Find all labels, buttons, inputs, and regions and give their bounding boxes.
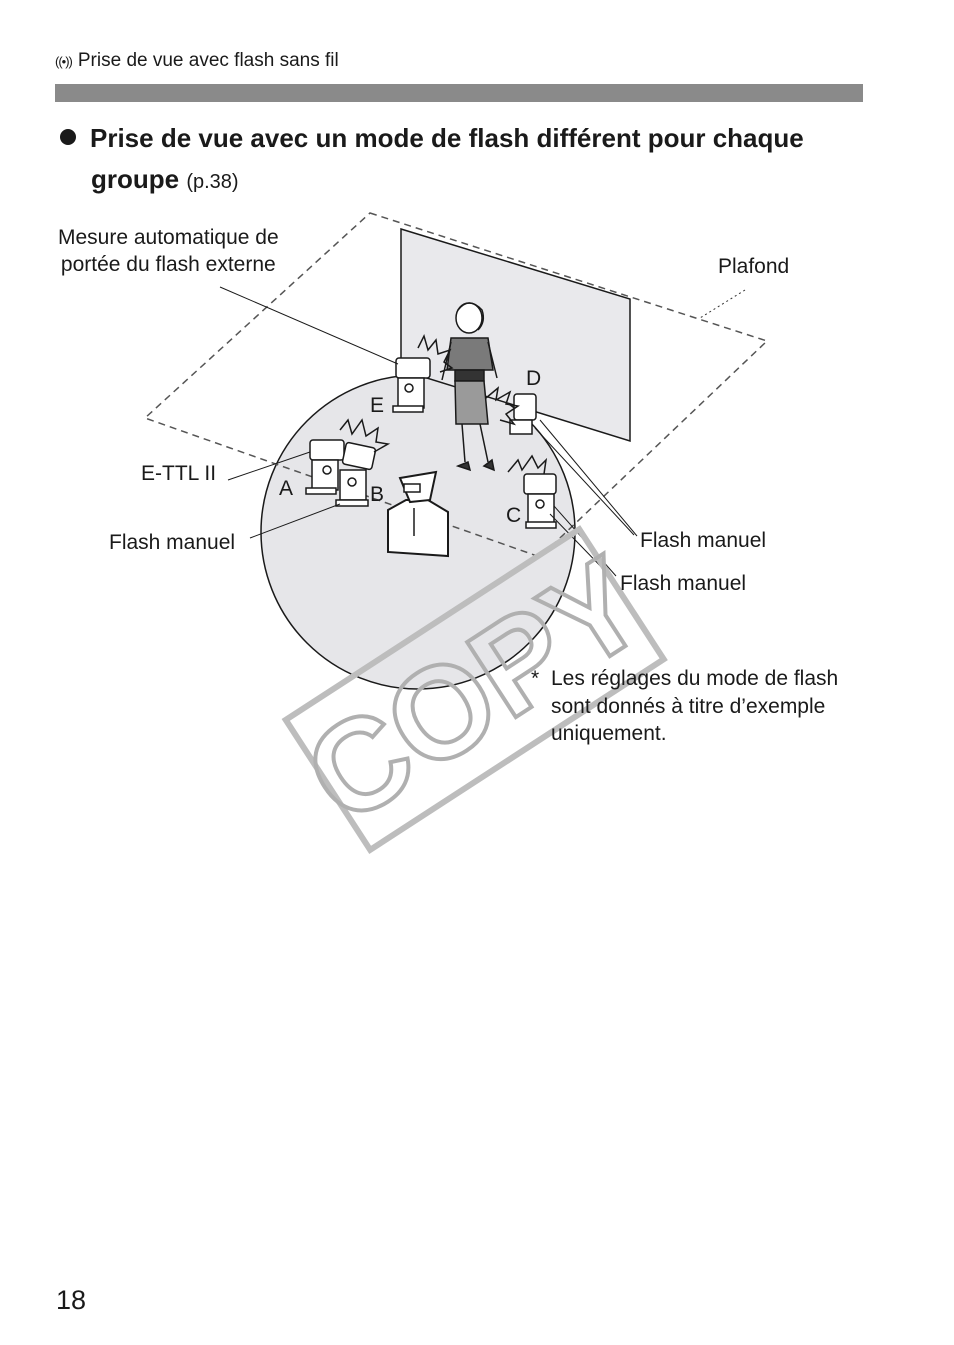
heading-line1: Prise de vue avec un mode de flash diffé… (90, 123, 804, 153)
bullet-icon (60, 129, 76, 145)
label-manual-c: Flash manuel (620, 572, 747, 595)
model-figure (441, 302, 498, 472)
label-auto-range: Mesure automatique de portée du flash ex… (58, 224, 279, 278)
running-header: ((•)) Prise de vue avec flash sans fil (55, 50, 339, 72)
group-label-b: B (370, 483, 385, 506)
page-reference: (p.38) (186, 171, 239, 193)
camera (387, 470, 449, 558)
group-label-a: A (279, 477, 294, 500)
label-manual-left: Flash manuel (109, 531, 236, 554)
label-auto-range-line1: Mesure automatique de (58, 226, 279, 249)
label-ceiling: Plafond (718, 255, 790, 278)
group-label-e: E (370, 394, 385, 417)
footnote-line3: uniquement. (551, 722, 667, 745)
group-label-d: D (526, 367, 542, 390)
leader-lines (219, 286, 638, 579)
flash-unit-e (392, 333, 454, 413)
label-auto-range-line2: portée du flash externe (60, 253, 276, 276)
header-text: Prise de vue avec flash sans fil (77, 50, 339, 71)
background-wall (400, 227, 631, 443)
footnote-asterisk: * (531, 667, 540, 690)
label-ettl: E-TTL II (141, 462, 217, 485)
group-label-c: C (506, 504, 522, 527)
ceiling-plane (143, 212, 769, 558)
flash-unit-a (305, 439, 345, 495)
footnote: * Les réglages du mode de flash sont don… (531, 665, 838, 748)
footnote-line2: sont donnés à titre d’exemple (551, 694, 826, 718)
header-bar (55, 84, 863, 102)
footnote-line1: Les réglages du mode de flash (551, 667, 839, 690)
label-manual-d: Flash manuel (640, 529, 767, 552)
flash-unit-d (485, 386, 537, 435)
flash-unit-b (335, 418, 391, 507)
page-number: 18 (56, 1285, 87, 1315)
ceiling-leader (699, 289, 746, 319)
section-heading: Prise de vue avec un mode de flash diffé… (60, 118, 860, 203)
flash-unit-c (507, 454, 557, 529)
wireless-icon: ((•)) (55, 53, 73, 69)
heading-line2: groupe (91, 164, 180, 194)
